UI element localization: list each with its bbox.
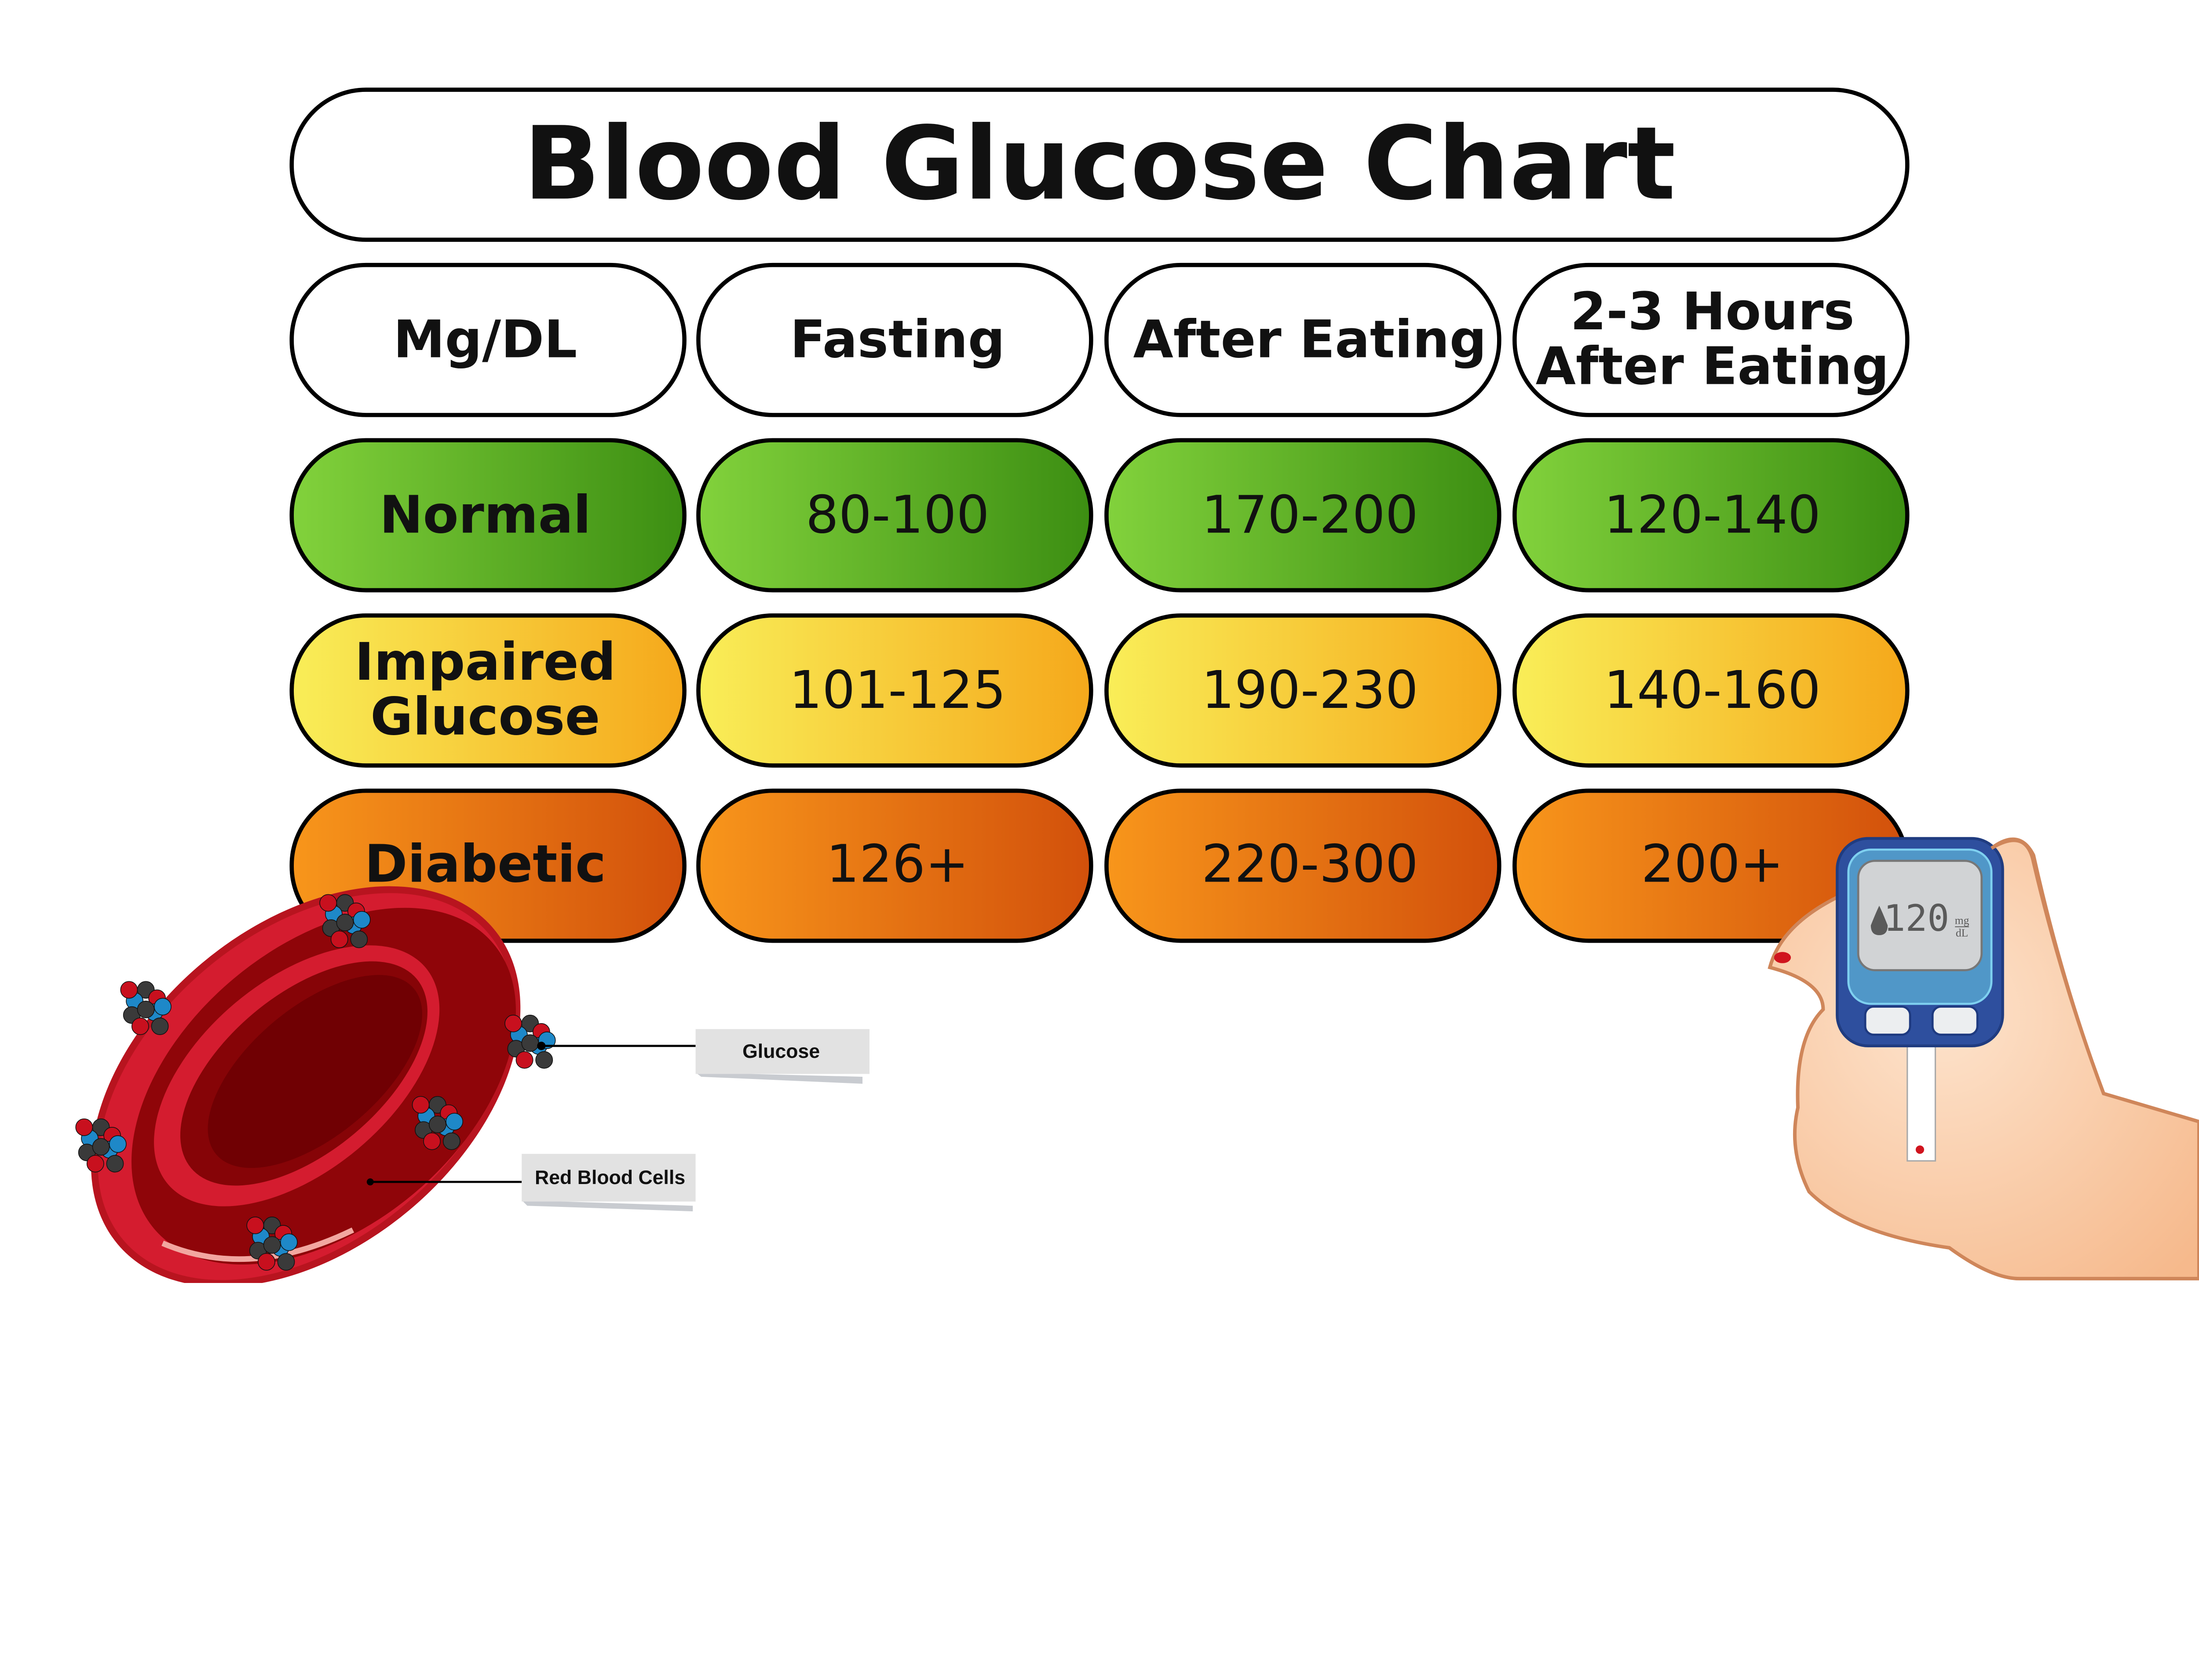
rbc-label-tag: Red Blood Cells bbox=[522, 1154, 696, 1212]
row-label-diabetic: Diabetic bbox=[365, 833, 606, 894]
cell-impaired-after-eating: 190-230 bbox=[1202, 660, 1418, 720]
header-2-3-hours-after-eating: After Eating bbox=[1536, 335, 1889, 396]
cell-diabetic-2-3-hours: 200+ bbox=[1641, 833, 1783, 894]
header-row: Mg/DL Fasting After Eating 2-3 Hours Aft… bbox=[289, 262, 1910, 417]
glucose-molecule-icon bbox=[120, 981, 172, 1035]
title-banner: Blood Glucose Chart bbox=[289, 87, 1910, 242]
row-impaired-glucose: Impaired Glucose 101-125 190-230 140-160 bbox=[289, 613, 1910, 768]
row-label-glucose: Glucose bbox=[370, 686, 600, 747]
meter-left-button[interactable] bbox=[1864, 1006, 1911, 1036]
row-label-normal: Normal bbox=[380, 484, 591, 545]
meter-unit-bottom: dL bbox=[1956, 926, 1968, 939]
glucose-molecule-icon bbox=[246, 1217, 298, 1271]
glucose-molecule-icon bbox=[504, 1014, 556, 1069]
chart-title: Blood Glucose Chart bbox=[523, 106, 1676, 223]
cell-diabetic-fasting: 126+ bbox=[826, 833, 969, 894]
drop-icon bbox=[1870, 905, 1888, 935]
header-after-eating: After Eating bbox=[1133, 309, 1487, 370]
meter-right-button[interactable] bbox=[1931, 1006, 1979, 1036]
row-normal: Normal 80-100 170-200 120-140 bbox=[289, 438, 1910, 593]
cell-impaired-fasting: 101-125 bbox=[789, 660, 1006, 720]
meter-reading: 120 bbox=[1884, 897, 1950, 940]
cell-impaired-2-3-hours: 140-160 bbox=[1604, 660, 1821, 720]
glucose-meter-illustration: 120 mg dL bbox=[1768, 837, 2199, 1281]
glucose-molecule-icon bbox=[319, 894, 371, 948]
cell-normal-fasting: 80-100 bbox=[806, 484, 990, 545]
cell-diabetic-after-eating: 220-300 bbox=[1202, 833, 1418, 894]
glucose-molecule-clusters bbox=[75, 894, 556, 1271]
cell-normal-2-3-hours: 120-140 bbox=[1604, 484, 1821, 545]
red-blood-cell-illustration: Glucose Red Blood Cells bbox=[75, 886, 870, 1283]
blood-glucose-chart: Blood Glucose Chart Mg/DL Fasting After … bbox=[75, 87, 2199, 1283]
meter-unit-top: mg bbox=[1955, 914, 1969, 926]
glucose-molecule-icon bbox=[75, 1118, 127, 1173]
glucose-label: Glucose bbox=[742, 1041, 820, 1062]
row-diabetic: Diabetic 126+ 220-300 200+ bbox=[289, 788, 1910, 943]
blood-drop-icon bbox=[1774, 952, 1791, 963]
cell-normal-after-eating: 170-200 bbox=[1202, 484, 1418, 545]
header-2-3-hours: 2-3 Hours bbox=[1570, 281, 1854, 342]
glucose-molecule-icon bbox=[412, 1096, 464, 1150]
red-blood-cells-label: Red Blood Cells bbox=[535, 1167, 685, 1188]
row-label-impaired: Impaired bbox=[354, 631, 616, 692]
glucose-label-tag: Glucose bbox=[695, 1029, 870, 1084]
header-mgdl: Mg/DL bbox=[393, 309, 577, 370]
header-fasting: Fasting bbox=[790, 309, 1005, 370]
